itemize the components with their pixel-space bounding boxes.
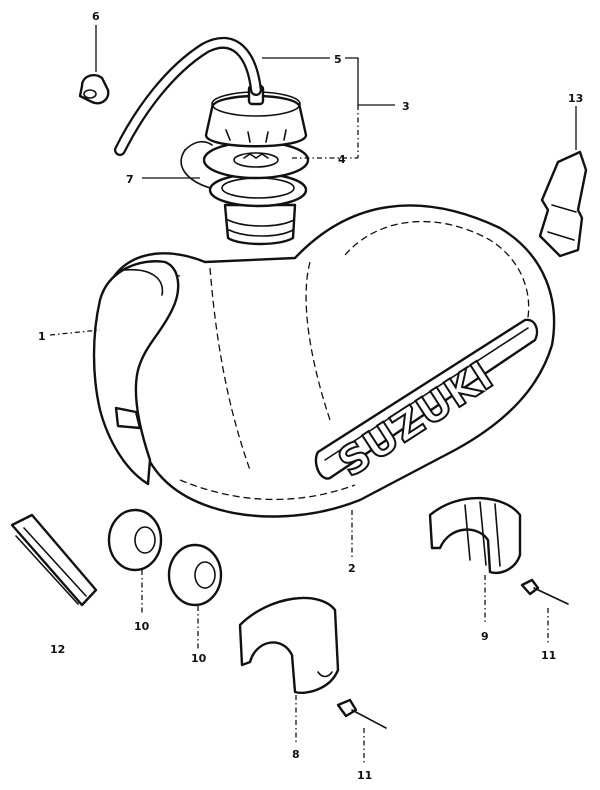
callout-8: 8 [292, 748, 300, 761]
tank-knee-cover [92, 260, 180, 486]
callout-12: 12 [50, 643, 65, 656]
leader-lines [49, 25, 577, 765]
callout-1: 1 [38, 330, 46, 343]
tank-cushion-front [107, 508, 163, 572]
breather-hose [114, 36, 262, 156]
callout-11-upper: 11 [541, 649, 556, 662]
callout-5: 5 [334, 53, 342, 66]
tank-rubber-strap [10, 513, 98, 607]
hose-clip [78, 74, 110, 105]
screw-upper [520, 578, 569, 605]
tank-cushion-rear [167, 543, 223, 607]
callout-9: 9 [481, 630, 489, 643]
callout-labels: 1 2 3 4 5 6 7 8 9 10 10 11 11 12 13 [38, 10, 583, 782]
callout-2: 2 [348, 562, 356, 575]
callout-6: 6 [92, 10, 100, 23]
callout-13: 13 [568, 92, 583, 105]
callout-10-rear: 10 [191, 652, 207, 665]
front-mount-cover [428, 496, 522, 574]
rear-mount-cover [238, 596, 340, 694]
screw-lower [336, 698, 387, 729]
callout-4: 4 [338, 153, 346, 166]
callout-7: 7 [126, 173, 134, 186]
fuel-cap-assembly [180, 84, 310, 246]
callout-11-lower: 11 [357, 769, 372, 782]
callout-3: 3 [402, 100, 410, 113]
mounting-bracket [538, 150, 588, 258]
callout-10-front: 10 [134, 620, 150, 633]
